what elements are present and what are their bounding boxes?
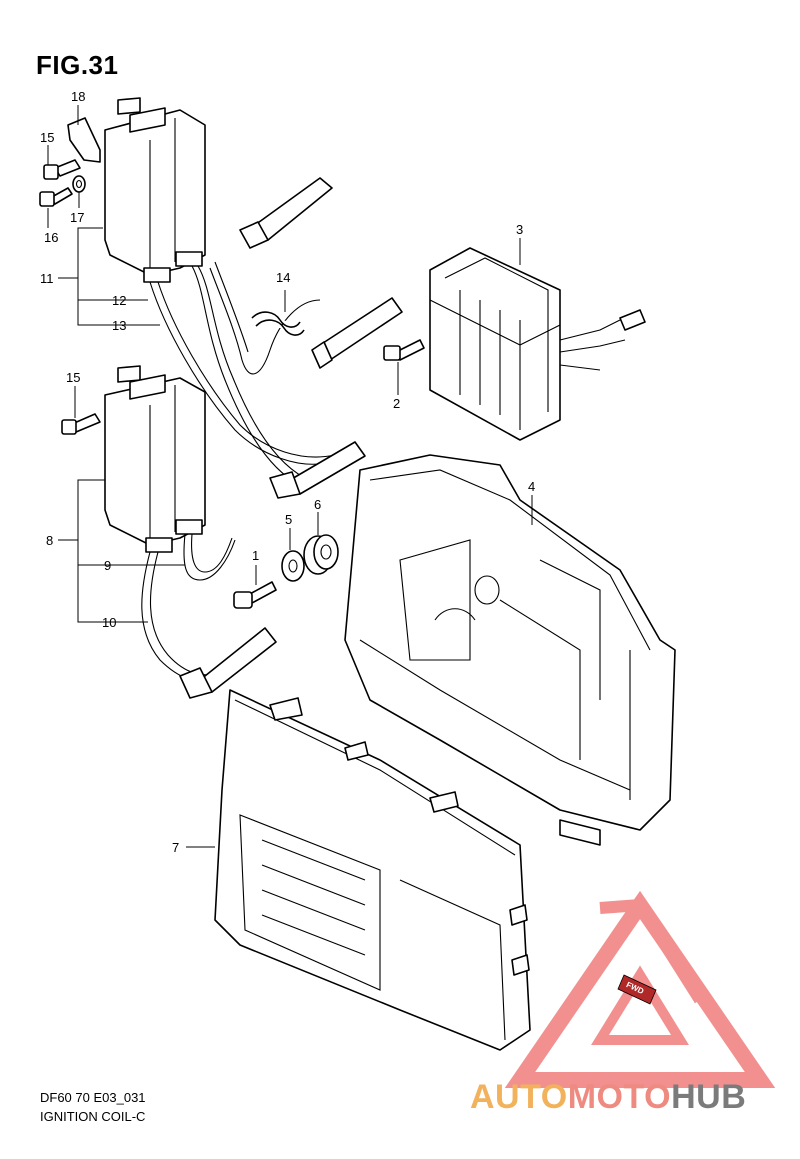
bolt-2: [383, 339, 425, 361]
upper-ignition-coil: [104, 97, 206, 283]
upper-high-tension-cords: [149, 177, 403, 499]
watermark-moto: MOTO: [568, 1078, 671, 1116]
callout-9: 9: [104, 558, 111, 573]
watermark-hub: HUB: [671, 1078, 746, 1116]
bracket-18: [67, 117, 101, 163]
lower-ignition-coil: [104, 365, 206, 553]
clip-14: [251, 311, 305, 336]
callout-17: 17: [70, 210, 84, 225]
bolt-16: [39, 187, 73, 207]
watermark-triangle-logo: [504, 890, 776, 1088]
automotohub-watermark: FWD AUTOMOTOHUB: [470, 890, 776, 1116]
callout-12: 12: [112, 293, 126, 308]
leader-lines: [47, 105, 533, 848]
callout-15-lower: 15: [66, 370, 80, 385]
callout-5: 5: [285, 512, 292, 527]
callout-8: 8: [46, 533, 53, 548]
cover-7: [214, 689, 531, 1051]
watermark-auto: AUTO: [470, 1078, 568, 1116]
callout-1: 1: [252, 548, 259, 563]
watermark-wordmark: AUTOMOTOHUB: [470, 1078, 746, 1116]
figure-title: FIG.31: [36, 50, 119, 80]
callout-7: 7: [172, 840, 179, 855]
callout-3: 3: [516, 222, 523, 237]
electrical-box-4: [344, 454, 676, 846]
figure-caption: IGNITION COIL-C: [40, 1109, 146, 1124]
bolt-1: [233, 581, 277, 609]
callout-14: 14: [276, 270, 290, 285]
callout-13: 13: [112, 318, 126, 333]
callout-11: 11: [40, 271, 54, 286]
bolt-15-lower: [61, 413, 101, 435]
callout-10: 10: [102, 615, 116, 630]
lower-high-tension-cords: [141, 533, 277, 699]
washer-17: [72, 175, 86, 193]
bolt-15-upper: [43, 159, 81, 180]
callout-numbers: 18 15 17 16 11 12 13 14 3 2 15 8 9 10 1 …: [40, 89, 535, 855]
callout-15-upper: 15: [40, 130, 54, 145]
grommet-6: [303, 534, 339, 575]
fwd-badge: FWD: [617, 974, 657, 1005]
callout-18: 18: [71, 89, 85, 104]
callout-6: 6: [314, 497, 321, 512]
washer-5: [281, 550, 305, 582]
callout-4: 4: [528, 479, 535, 494]
callout-16: 16: [44, 230, 58, 245]
figure-code: DF60 70 E03_031: [40, 1090, 146, 1105]
callout-2: 2: [393, 396, 400, 411]
rectifier-3: [429, 247, 646, 441]
